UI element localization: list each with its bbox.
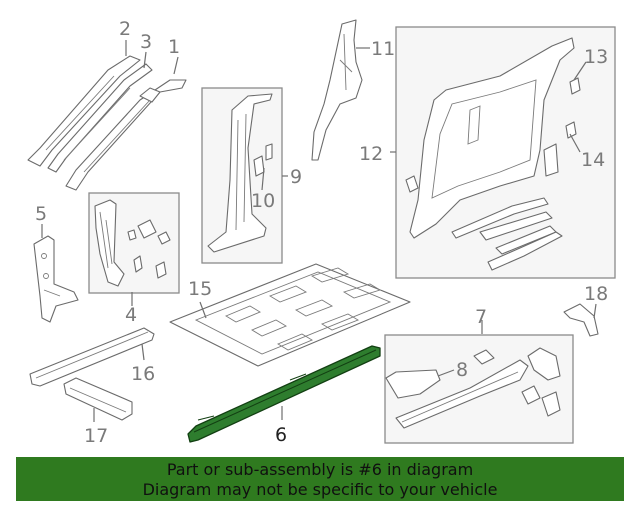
floor-rail-16 bbox=[29, 327, 155, 387]
callout-5: 5 bbox=[35, 203, 47, 225]
pillar-part-9 bbox=[207, 93, 273, 253]
callout-6: 6 bbox=[275, 424, 287, 446]
callout-17: 17 bbox=[84, 425, 108, 447]
leader-lines bbox=[41, 40, 597, 422]
callout-13: 13 bbox=[584, 46, 608, 68]
callout-7: 7 bbox=[475, 306, 487, 328]
rocker-parts-7 bbox=[385, 347, 561, 429]
callout-3: 3 bbox=[140, 31, 152, 53]
callout-18: 18 bbox=[584, 283, 608, 305]
callout-15: 15 bbox=[188, 278, 212, 300]
parts-diagram: 1 2 3 4 5 6 7 8 9 10 11 12 13 14 15 16 1… bbox=[27, 18, 616, 447]
callout-14: 14 bbox=[581, 149, 605, 171]
callout-10: 10 bbox=[251, 190, 275, 212]
callout-9: 9 bbox=[290, 166, 302, 188]
banner-line-part: Part or sub-assembly is #6 in diagram bbox=[166, 460, 474, 479]
callout-4: 4 bbox=[125, 304, 137, 326]
rocker-panel-6 bbox=[187, 345, 381, 443]
floor-pan-15 bbox=[169, 263, 411, 367]
callout-16: 16 bbox=[131, 363, 155, 385]
callout-12: 12 bbox=[359, 143, 383, 165]
callout-1: 1 bbox=[168, 36, 180, 58]
callout-2: 2 bbox=[119, 18, 131, 40]
pillar-part-11 bbox=[311, 19, 363, 161]
bracket-17 bbox=[63, 377, 133, 421]
bracket-18 bbox=[563, 303, 599, 337]
callout-8: 8 bbox=[456, 359, 468, 381]
roof-rail-parts bbox=[27, 55, 187, 191]
callout-11: 11 bbox=[371, 38, 395, 60]
part-info-banner: Part or sub-assembly is #6 in diagram Di… bbox=[16, 457, 624, 501]
pillar-part-5 bbox=[33, 235, 79, 323]
pillar-part-4 bbox=[94, 199, 171, 287]
banner-line-disclaimer: Diagram may not be specific to your vehi… bbox=[142, 480, 498, 499]
body-side-panel-12 bbox=[405, 37, 581, 271]
